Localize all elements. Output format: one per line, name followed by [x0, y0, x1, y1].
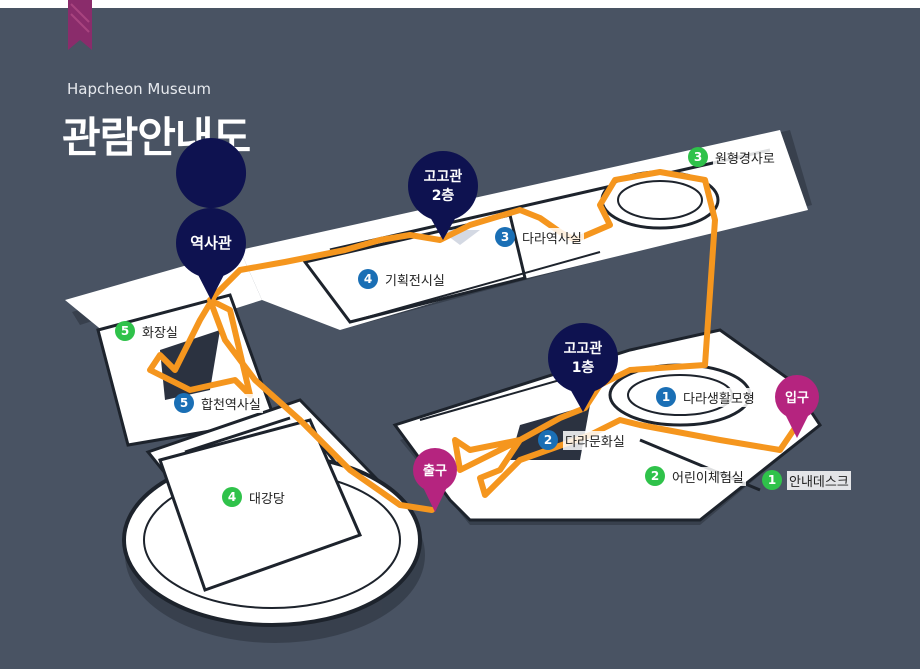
- badge-auditorium: 4: [222, 487, 242, 507]
- label-dara-life-model-text: 다라생활모형: [681, 387, 757, 407]
- label-special-exhibition-room[interactable]: 4 기획전시실: [358, 268, 447, 290]
- badge-restroom: 5: [115, 321, 135, 341]
- pin-gogo-2f-line2: 2층: [432, 188, 455, 204]
- badge-info-desk: 1: [762, 470, 782, 490]
- badge-circular-slope: 3: [688, 147, 708, 167]
- label-hapcheon-history-room-text: 합천역사실: [199, 393, 263, 413]
- label-restroom[interactable]: 5 화장실: [115, 320, 180, 342]
- label-dara-culture-room[interactable]: 2 다라문화실: [538, 429, 627, 451]
- pin-gogo-1f-line1: 고고관: [564, 340, 603, 357]
- label-circular-slope[interactable]: 3 원형경사로: [688, 146, 777, 168]
- pin-gogo-1f[interactable]: 고고관 1층: [548, 323, 618, 412]
- badge-dara-culture-room: 2: [538, 430, 558, 450]
- label-circular-slope-text: 원형경사로: [713, 147, 777, 167]
- bookmark-ribbon-icon: [68, 0, 92, 50]
- pin-exit-label: 출구: [423, 463, 447, 479]
- pin-history-hall-label: 역사관: [190, 234, 232, 252]
- label-dara-history-room[interactable]: 3 다라역사실: [495, 226, 584, 248]
- label-auditorium-text: 대강당: [247, 487, 287, 507]
- label-dara-history-room-text: 다라역사실: [520, 227, 584, 247]
- label-dara-culture-room-text: 다라문화실: [563, 430, 627, 450]
- pin-entrance[interactable]: 입구: [775, 375, 819, 438]
- pin-gogo-2f[interactable]: 고고관 2층: [408, 151, 478, 240]
- label-kids-experience-room[interactable]: 2 어린이체험실: [645, 465, 746, 487]
- badge-dara-life-model: 1: [656, 387, 676, 407]
- badge-hapcheon-history-room: 5: [174, 393, 194, 413]
- pin-history-hall[interactable]: 역사관: [176, 138, 247, 300]
- label-kids-experience-room-text: 어린이체험실: [670, 466, 746, 486]
- label-special-exhibition-room-text: 기획전시실: [383, 269, 447, 289]
- pin-entrance-label: 입구: [785, 391, 809, 406]
- badge-kids-experience-room: 2: [645, 466, 665, 486]
- pin-gogo-2f-line1: 고고관: [424, 168, 463, 185]
- label-dara-life-model[interactable]: 1 다라생활모형: [656, 386, 757, 408]
- museum-name-subtitle: Hapcheon Museum: [67, 80, 212, 98]
- label-hapcheon-history-room[interactable]: 5 합천역사실: [174, 392, 263, 414]
- pin-gogo-1f-line2: 1층: [572, 360, 595, 376]
- badge-dara-history-room: 3: [495, 227, 515, 247]
- label-restroom-text: 화장실: [140, 321, 180, 341]
- pin-exit[interactable]: 출구: [413, 448, 457, 512]
- label-info-desk-text: 안내데스크: [787, 470, 851, 490]
- badge-special-exhibition-room: 4: [358, 269, 378, 289]
- label-auditorium[interactable]: 4 대강당: [222, 486, 287, 508]
- label-info-desk[interactable]: 1 안내데스크: [762, 469, 851, 491]
